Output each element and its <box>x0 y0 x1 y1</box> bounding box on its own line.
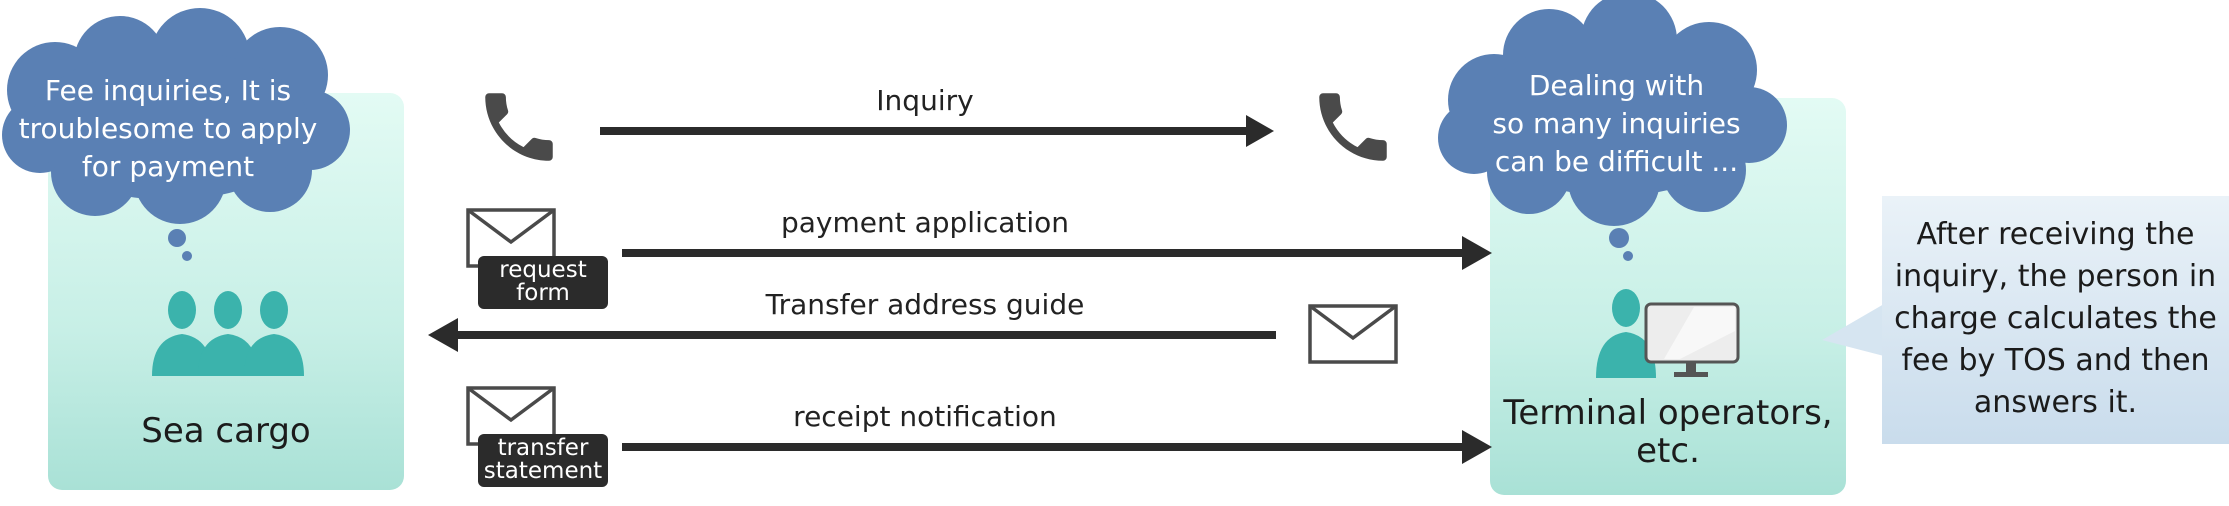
note-line: charge calculates the <box>1894 301 2217 336</box>
tag-line: request <box>499 257 587 283</box>
tag-line: form <box>516 280 570 306</box>
terminal-thought-cloud <box>1438 0 1787 261</box>
envelope-icon <box>1308 304 1398 364</box>
thought-line: Fee inquiries, It is <box>44 74 292 107</box>
receipt-arrow-shaft <box>622 443 1466 451</box>
thought-line: troublesome to apply <box>18 112 318 145</box>
inquiry-arrow-head <box>1246 115 1274 147</box>
operator-at-computer-icon <box>1596 289 1740 378</box>
sea-cargo-thought-cloud <box>2 8 350 261</box>
request-form-tag: request form <box>478 256 608 309</box>
note-line: answers it. <box>1973 385 2138 420</box>
transfer-address-guide-label: Transfer address guide <box>765 288 1085 321</box>
tos-explanation-note: After receiving the inquiry, the person … <box>1882 196 2229 444</box>
thought-line: Dealing with <box>1528 69 1705 102</box>
phone-icon <box>485 93 553 161</box>
label-line: etc. <box>1636 431 1700 471</box>
sea-cargo-thought-text: Fee inquiries, It is troublesome to appl… <box>8 72 328 186</box>
sea-cargo-label: Sea cargo <box>141 411 311 451</box>
people-group-icon <box>152 291 304 376</box>
payment-arrow-shaft <box>622 249 1466 257</box>
note-line: inquiry, the person in <box>1894 259 2217 294</box>
phone-icon <box>1319 93 1387 161</box>
tag-line: transfer <box>497 435 589 461</box>
payment-arrow-tip <box>1462 236 1492 270</box>
terminal-operators-label: Terminal operators, etc. <box>1490 394 1846 470</box>
transfer-guide-arrow-shaft <box>454 331 1276 339</box>
note-line: After receiving the <box>1916 217 2195 252</box>
note-text: After receiving the inquiry, the person … <box>1882 214 2229 424</box>
thought-line: for payment <box>81 150 255 183</box>
payment-application-label: payment application <box>780 206 1070 239</box>
note-line: fee by TOS and then <box>1901 343 2210 378</box>
inquiry-label: Inquiry <box>876 84 974 117</box>
tag-line: statement <box>483 458 603 484</box>
label-line: Terminal operators, <box>1503 393 1833 433</box>
thought-line: so many inquiries <box>1492 107 1741 140</box>
thought-line: can be difficult ... <box>1494 145 1739 178</box>
note-pointer <box>1822 304 1884 356</box>
transfer-guide-arrow-head <box>428 318 458 352</box>
arrows-layer <box>428 115 1492 464</box>
transfer-statement-tag: transfer statement <box>478 434 608 487</box>
receipt-notification-label: receipt notification <box>793 400 1057 433</box>
inquiry-arrow-shaft <box>600 127 1248 135</box>
terminal-thought-text: Dealing with so many inquiries can be di… <box>1454 67 1779 181</box>
receipt-arrow-tip <box>1462 430 1492 464</box>
